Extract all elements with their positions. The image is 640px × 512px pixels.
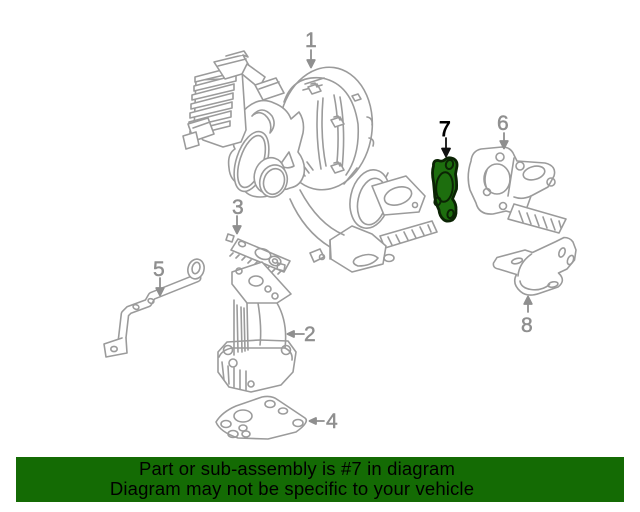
svg-text:5: 5 xyxy=(153,258,165,281)
svg-text:8: 8 xyxy=(521,314,533,337)
svg-text:3: 3 xyxy=(232,196,244,219)
svg-text:6: 6 xyxy=(497,112,509,135)
svg-text:4: 4 xyxy=(326,410,338,433)
svg-text:7: 7 xyxy=(439,118,451,141)
svg-text:2: 2 xyxy=(304,323,316,346)
svg-text:1: 1 xyxy=(305,29,317,52)
